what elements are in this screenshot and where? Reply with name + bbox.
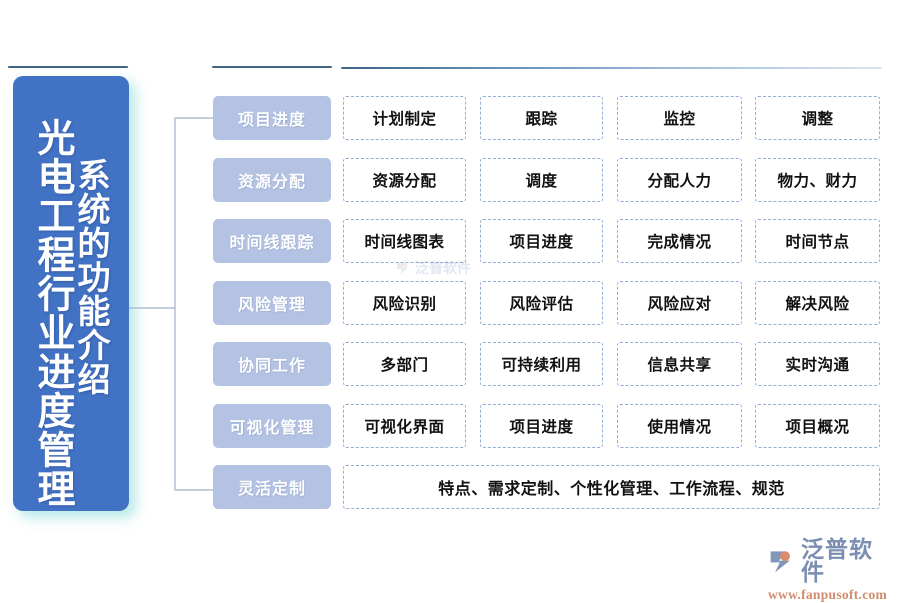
feature-cell-r6-c4[interactable]: 项目概况 — [755, 403, 880, 448]
brand-logo-icon — [770, 551, 790, 573]
brand-logo: 泛普软件 www.fanpusoft.com — [768, 538, 894, 603]
feature-cell-r5-c2[interactable]: 可持续利用 — [480, 342, 603, 386]
feature-cell-r6-c2[interactable]: 项目进度 — [480, 403, 603, 448]
feature-cell-r7-c1[interactable]: 特点、需求定制、个性化管理、工作流程、规范 — [343, 465, 880, 509]
feature-cell-r4-c2[interactable]: 风险评估 — [480, 280, 603, 325]
category-label-1[interactable]: 项目进度 — [213, 96, 331, 140]
feature-cell-r3-c1[interactable]: 时间线图表 — [343, 219, 466, 263]
feature-cell-r1-c3[interactable]: 监控 — [617, 96, 742, 140]
feature-cell-r5-c4[interactable]: 实时沟通 — [755, 342, 880, 386]
category-label-7[interactable]: 灵活定制 — [213, 465, 331, 509]
feature-row: 可视化管理可视化界面项目进度使用情况项目概况 — [0, 403, 900, 448]
feature-row: 时间线跟踪时间线图表项目进度完成情况时间节点 — [0, 219, 900, 263]
title-text-container: 光电工程行业进度管理 系统的功能介绍 — [13, 76, 129, 511]
content-top-rule — [341, 67, 882, 69]
feature-cell-r5-c3[interactable]: 信息共享 — [617, 342, 742, 386]
feature-cell-r3-c3[interactable]: 完成情况 — [617, 219, 742, 263]
category-label-2[interactable]: 资源分配 — [213, 157, 331, 202]
category-label-3[interactable]: 时间线跟踪 — [213, 219, 331, 263]
feature-cell-r1-c1[interactable]: 计划制定 — [343, 96, 466, 140]
feature-cell-r2-c3[interactable]: 分配人力 — [617, 157, 742, 202]
feature-row: 协同工作多部门可持续利用信息共享实时沟通 — [0, 342, 900, 386]
title-top-rule — [8, 66, 128, 68]
feature-row: 项目进度计划制定跟踪监控调整 — [0, 96, 900, 140]
feature-cell-r4-c1[interactable]: 风险识别 — [343, 280, 466, 325]
feature-row: 灵活定制特点、需求定制、个性化管理、工作流程、规范 — [0, 465, 900, 509]
feature-cell-r3-c2[interactable]: 项目进度 — [480, 219, 603, 263]
feature-cell-r6-c3[interactable]: 使用情况 — [617, 403, 742, 448]
category-label-4[interactable]: 风险管理 — [213, 280, 331, 325]
feature-cell-r2-c1[interactable]: 资源分配 — [343, 157, 466, 202]
feature-cell-r1-c4[interactable]: 调整 — [755, 96, 880, 140]
feature-cell-r2-c4[interactable]: 物力、财力 — [755, 157, 880, 202]
title-sub-text: 系统的功能介绍 — [73, 158, 110, 396]
brand-name: 泛普软件 — [801, 536, 873, 585]
title-main-text: 光电工程行业进度管理 — [31, 118, 73, 508]
category-label-6[interactable]: 可视化管理 — [213, 403, 331, 448]
feature-row: 风险管理风险识别风险评估风险应对解决风险 — [0, 280, 900, 325]
brand-logo-top: 泛普软件 — [768, 538, 894, 584]
feature-cell-r2-c2[interactable]: 调度 — [480, 157, 603, 202]
category-top-rule — [212, 66, 332, 68]
title-panel — [13, 76, 129, 511]
feature-cell-r1-c2[interactable]: 跟踪 — [480, 96, 603, 140]
feature-cell-r5-c1[interactable]: 多部门 — [343, 342, 466, 386]
feature-cell-r3-c4[interactable]: 时间节点 — [755, 219, 880, 263]
feature-cell-r6-c1[interactable]: 可视化界面 — [343, 403, 466, 448]
feature-cell-r4-c3[interactable]: 风险应对 — [617, 280, 742, 325]
category-label-5[interactable]: 协同工作 — [213, 342, 331, 386]
feature-row: 资源分配资源分配调度分配人力物力、财力 — [0, 157, 900, 202]
brand-url: www.fanpusoft.com — [768, 587, 888, 602]
feature-cell-r4-c4[interactable]: 解决风险 — [755, 280, 880, 325]
